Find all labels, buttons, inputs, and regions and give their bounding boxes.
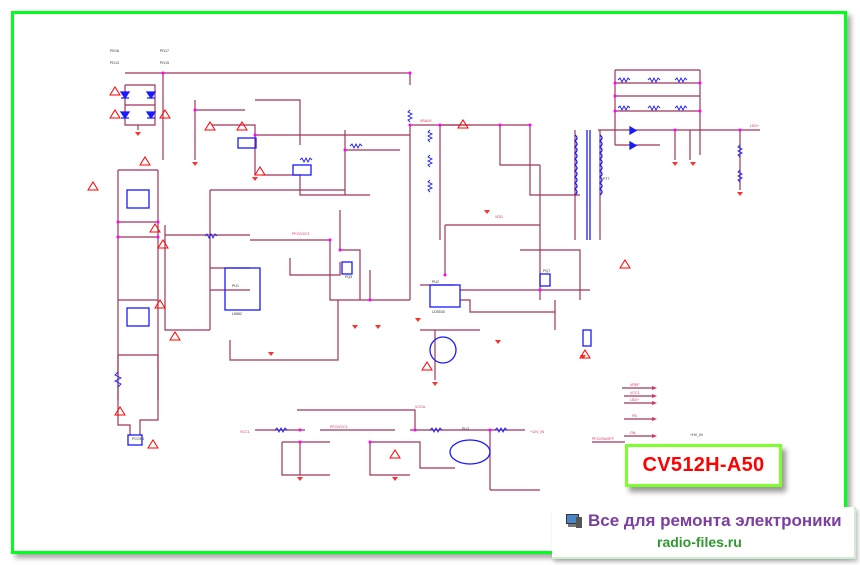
svg-text:PFC/VCC1: PFC/VCC1 (292, 232, 310, 236)
connector-phs1 (582, 329, 592, 347)
svg-text:PFC/ON/OFF: PFC/ON/OFF (592, 437, 615, 441)
svg-text:PD15: PD15 (160, 61, 169, 65)
watermark-line1-container: Все для ремонта электроники (566, 511, 842, 531)
optocoupler-pu3 (449, 439, 491, 465)
svg-text:VCCA: VCCA (415, 405, 426, 409)
svg-text:LED+: LED+ (630, 398, 639, 402)
line-filter-plf2 (126, 189, 150, 209)
labels: PD16 PD17 PD13 PD15 PU1 L6562 PU2 LD5535… (110, 49, 759, 441)
computer-icon (566, 514, 582, 528)
offpage-connectors: VREF VCC1 LED+ FB ON +HV_IN (630, 383, 703, 438)
ic-pu2 (429, 284, 461, 308)
diode-pd19 (629, 140, 638, 151)
svg-text:VCC1: VCC1 (240, 430, 250, 434)
svg-text:LD5535: LD5535 (432, 310, 445, 314)
warning-triangles (87, 86, 631, 459)
wires (117, 69, 760, 491)
svg-text:+HV_IN: +HV_IN (690, 433, 703, 437)
svg-text:VDD: VDD (495, 215, 503, 219)
ground-symbols (135, 132, 743, 481)
diode-pd15 (145, 111, 157, 120)
resistors (113, 76, 744, 434)
watermark-title: Все для ремонта электроники (588, 511, 842, 530)
svg-text:ON: ON (630, 431, 636, 435)
svg-text:LED+: LED+ (750, 124, 759, 128)
model-label: CV512H-A50 (642, 454, 765, 476)
ic-pu1 (224, 267, 261, 311)
svg-text:PQ7: PQ7 (543, 269, 550, 273)
transformer-pt4 (237, 137, 257, 149)
svg-text:VREF: VREF (630, 383, 640, 387)
components (119, 91, 638, 465)
svg-text:PU2: PU2 (432, 280, 439, 284)
svg-text:PT7: PT7 (603, 177, 610, 181)
model-title-box: CV512H-A50 (625, 444, 782, 487)
svg-text:PD17: PD17 (160, 49, 169, 53)
svg-text:PCON1: PCON1 (132, 437, 144, 441)
watermark-url[interactable]: radio-files.ru (657, 534, 742, 550)
connector-pcon1 (127, 434, 143, 446)
diode-pd18 (629, 125, 638, 136)
mosfet-pq7 (539, 273, 551, 287)
diode-pd17 (145, 91, 157, 100)
svg-text:PQ5: PQ5 (345, 275, 352, 279)
diode-pd13 (119, 111, 131, 120)
svg-text:+12V_IN: +12V_IN (530, 430, 544, 434)
mosfet-pq5 (341, 261, 353, 275)
svg-text:PD13: PD13 (110, 61, 119, 65)
diode-pd16 (119, 91, 131, 100)
svg-text:PD16: PD16 (110, 49, 119, 53)
optocoupler-transistor (429, 336, 457, 364)
junctions (116, 71, 742, 444)
svg-text:PFC/VCC1: PFC/VCC1 (330, 425, 348, 429)
svg-text:PU1: PU1 (232, 284, 239, 288)
transformer-secondary (598, 134, 603, 196)
svg-text:VBULK: VBULK (420, 119, 432, 123)
transformer-primary (573, 134, 578, 196)
svg-text:FB: FB (632, 414, 637, 418)
transformer-pt5 (292, 164, 312, 176)
svg-text:PU3: PU3 (462, 427, 469, 431)
svg-text:VCC1: VCC1 (630, 391, 640, 395)
line-filter-plf1 (126, 307, 150, 327)
svg-text:L6562: L6562 (232, 312, 242, 316)
watermark: Все для ремонта электроники radio-files.… (552, 507, 856, 559)
